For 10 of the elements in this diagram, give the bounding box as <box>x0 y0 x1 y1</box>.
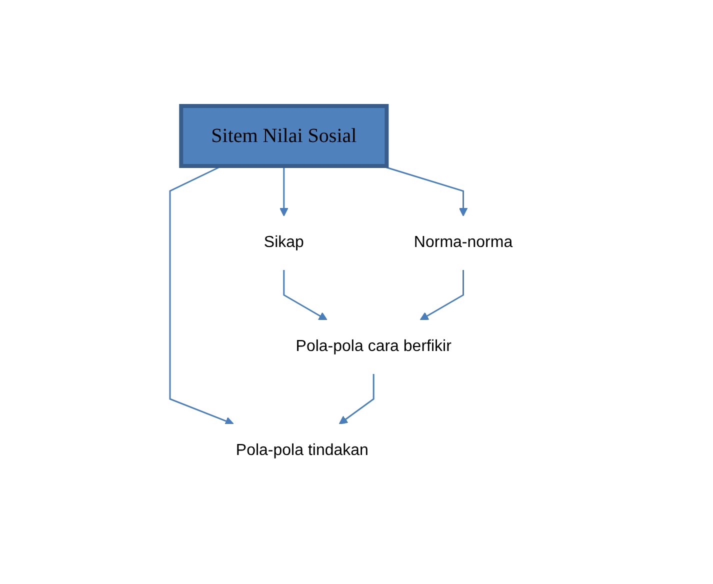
node-box: Sitem Nilai Sosial <box>179 104 389 168</box>
arrow <box>169 165 234 426</box>
arrow <box>283 270 328 320</box>
arrow <box>280 166 288 216</box>
arrow <box>420 270 464 320</box>
node-text: Pola-pola tindakan <box>236 442 369 459</box>
node-text: Norma-norma <box>414 234 513 251</box>
arrow <box>339 374 375 424</box>
node-text: Sikap <box>264 234 304 251</box>
node-text: Pola-pola cara berfikir <box>296 338 452 355</box>
